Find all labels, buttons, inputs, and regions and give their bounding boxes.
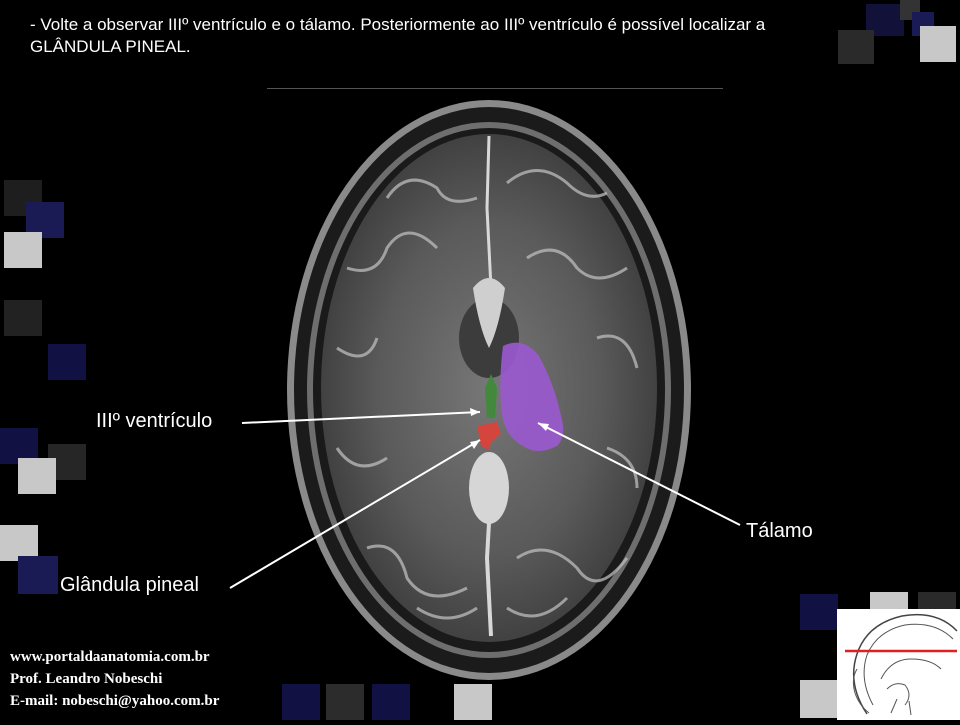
decor-square	[454, 684, 492, 720]
decor-square	[18, 556, 58, 594]
email-address[interactable]: E-mail: nobeschi@yahoo.com.br	[10, 693, 220, 709]
brain-axial-mri-image	[287, 100, 691, 680]
decor-square	[920, 26, 956, 62]
sagittal-head-diagram-icon	[845, 613, 958, 716]
third-ventricle-highlight	[485, 374, 497, 418]
decor-square	[4, 232, 42, 268]
sagittal-head-diagram	[837, 609, 960, 720]
decor-square	[838, 30, 874, 64]
website-link[interactable]: www.portaldaanatomia.com.br	[10, 649, 210, 665]
third-ventricle-label: IIIº ventrículo	[96, 410, 213, 432]
decor-square	[18, 458, 56, 494]
decor-square	[800, 680, 838, 718]
mri-image-frame	[267, 88, 723, 684]
decor-square	[48, 344, 86, 380]
author-name: Prof. Leandro Nobeschi	[10, 671, 163, 687]
pineal-gland-label: Glândula pineal	[60, 574, 199, 596]
instruction-text: - Volte a observar IIIº ventrículo e o t…	[30, 15, 766, 56]
pineal-gland-highlight	[477, 422, 501, 450]
decor-square	[4, 300, 42, 336]
decor-square	[800, 594, 838, 630]
thalamus-label: Tálamo	[746, 520, 813, 542]
credits: www.portaldaanatomia.com.br Prof. Leandr…	[10, 646, 219, 712]
decor-square	[326, 684, 364, 720]
decor-square	[282, 684, 320, 720]
decor-square	[0, 525, 38, 561]
decor-square	[372, 684, 410, 720]
